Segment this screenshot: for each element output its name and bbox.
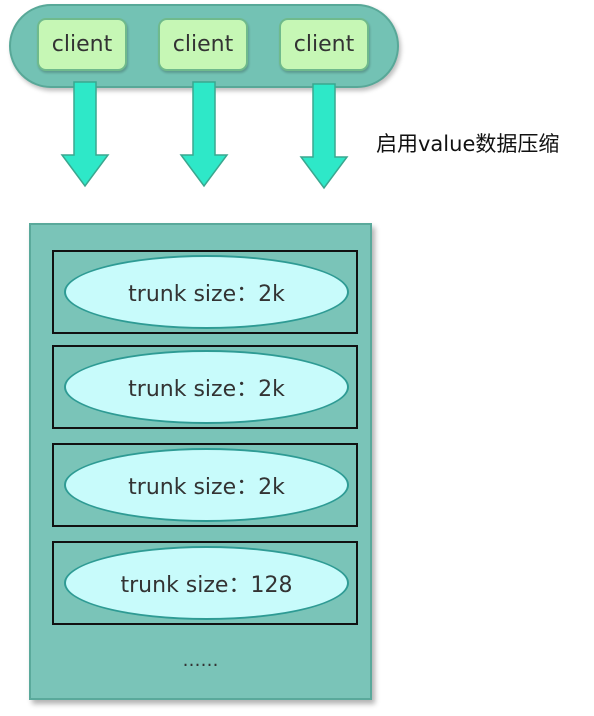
down-arrow-icon-2	[179, 81, 229, 188]
client-box-2: client	[158, 18, 248, 71]
down-arrow-icon-3	[299, 83, 349, 190]
down-arrow-icon-1	[60, 81, 110, 188]
client-box-1: client	[37, 18, 127, 71]
more-trunks-ellipsis: ……	[182, 650, 219, 671]
compression-note: 启用value数据压缩	[376, 132, 560, 156]
trunk-label-2: trunk size：2k	[64, 350, 349, 424]
trunk-label-3: trunk size：2k	[64, 448, 349, 522]
trunk-box-2: trunk size：2k	[52, 345, 358, 429]
trunk-box-1: trunk size：2k	[52, 250, 358, 334]
trunk-box-3: trunk size：2k	[52, 443, 358, 527]
trunk-box-4: trunk size：128	[52, 541, 358, 625]
trunk-label-1: trunk size：2k	[64, 255, 349, 329]
down-arrows	[60, 81, 349, 190]
trunk-label-4: trunk size：128	[64, 546, 349, 620]
client-box-3: client	[279, 18, 369, 71]
